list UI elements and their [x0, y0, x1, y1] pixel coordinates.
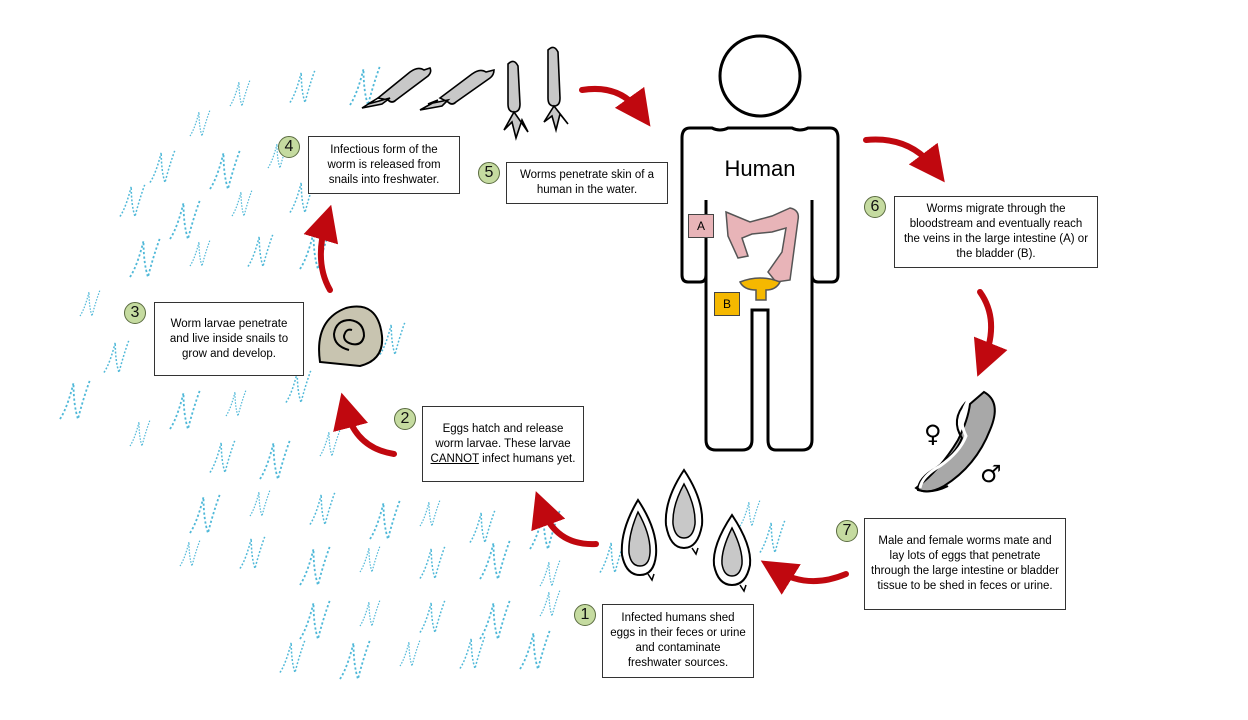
water-ripple-icon	[479, 539, 511, 580]
step-2-text-before: Eggs hatch and release worm larvae. Thes…	[435, 422, 571, 450]
human-figure-icon	[680, 34, 840, 452]
water-ripple-icon	[359, 599, 381, 627]
human-label: Human	[724, 156, 796, 181]
water-ripple-icon	[247, 233, 274, 268]
water-ripple-icon	[419, 545, 446, 580]
water-ripple-icon	[119, 183, 146, 218]
step-5-badge: 5	[478, 162, 500, 184]
cercaria-icon	[361, 46, 569, 141]
water-ripple-icon	[209, 439, 236, 474]
water-ripple-icon	[225, 389, 247, 417]
water-ripple-icon	[209, 149, 241, 190]
water-ripple-icon	[103, 339, 130, 374]
step-7-text-box: Male and female worms mate and lay lots …	[864, 518, 1066, 610]
step-3-text-box: Worm larvae penetrate and live inside sn…	[154, 302, 304, 376]
bladder-icon	[738, 277, 782, 301]
water-ripple-icon	[149, 149, 176, 184]
step-6-text-box: Worms migrate through the bloodstream an…	[894, 196, 1098, 268]
water-ripple-icon	[539, 559, 561, 587]
snail-icon	[318, 305, 384, 368]
step-2-text-after: infect humans yet.	[478, 452, 576, 465]
step-2-text-emphasis: CANNOT	[430, 452, 479, 465]
step-4-badge: 4	[278, 136, 300, 158]
water-ripple-icon	[299, 545, 331, 586]
water-ripple-icon	[169, 199, 201, 240]
cycle-arrows	[303, 86, 1008, 595]
water-ripple-icon	[249, 489, 271, 517]
water-ripple-icon	[189, 239, 211, 267]
water-ripple-icon	[369, 499, 401, 540]
water-ripple-icon	[79, 289, 101, 317]
water-ripple-icon	[59, 379, 91, 420]
step-2-text: Eggs hatch and release worm larvae. Thes…	[429, 422, 577, 467]
step-1-text: Infected humans shed eggs in their feces…	[610, 612, 746, 669]
step-4-text-box: Infectious form of the worm is released …	[308, 136, 460, 194]
water-ripple-icon	[399, 639, 421, 667]
eggs-icon	[620, 468, 752, 593]
step-6-text: Worms migrate through the bloodstream an…	[903, 203, 1089, 260]
water-ripple-icon	[419, 499, 441, 527]
water-ripple-icon	[229, 79, 251, 107]
worm-pair-icon	[914, 390, 996, 493]
step-5-text-box: Worms penetrate skin of a human in the w…	[506, 162, 668, 204]
water-ripple-icon	[299, 599, 331, 640]
water-ripple-icon	[419, 599, 446, 634]
bladder-tag: B	[714, 292, 740, 316]
water-ripple-icon	[739, 499, 761, 527]
water-ripple-icon	[129, 237, 161, 278]
step-7-text: Male and female worms mate and lay lots …	[871, 535, 1059, 592]
water-ripple-icon	[479, 599, 511, 640]
water-ripple-icon	[459, 635, 486, 670]
water-ripple-icon	[359, 545, 381, 573]
water-ripple-icon	[169, 389, 201, 430]
step-2-text-box: Eggs hatch and release worm larvae. Thes…	[422, 406, 584, 482]
water-ripple-icon	[319, 429, 341, 457]
step-3-badge: 3	[124, 302, 146, 324]
step-1-badge: 1	[574, 604, 596, 626]
female-symbol: ♀	[924, 420, 942, 448]
water-ripple-icon	[189, 493, 221, 534]
step-3-text: Worm larvae penetrate and live inside sn…	[169, 317, 289, 360]
water-ripple-icon	[259, 439, 291, 480]
step-1-text-box: Infected humans shed eggs in their feces…	[602, 604, 754, 678]
water-ripple-icon	[239, 535, 266, 570]
step-6-badge: 6	[864, 196, 886, 218]
male-symbol: ♂	[980, 460, 1002, 488]
water-ripple-icon	[519, 629, 551, 670]
water-ripple-icon	[759, 519, 786, 554]
intestine-tag: A	[688, 214, 714, 238]
water-ripple-icon	[379, 321, 406, 356]
water-ripple-icon	[231, 189, 253, 217]
water-ripple-icon	[129, 419, 151, 447]
water-ripple-icon	[179, 539, 201, 567]
water-ripple-icon	[309, 491, 336, 526]
water-ripple-icon	[539, 589, 561, 617]
step-2-badge: 2	[394, 408, 416, 430]
step-5-text: Worms penetrate skin of a human in the w…	[519, 169, 654, 196]
step-4-text: Infectious form of the worm is released …	[327, 143, 441, 186]
step-7-badge: 7	[836, 520, 858, 542]
intestine-icon	[725, 207, 800, 283]
water-ripple-icon	[189, 109, 211, 137]
water-ripple-icon	[279, 639, 306, 674]
water-ripple-icon	[339, 639, 371, 680]
water-ripple-icon	[289, 69, 316, 104]
water-ripple-icon	[469, 509, 496, 544]
